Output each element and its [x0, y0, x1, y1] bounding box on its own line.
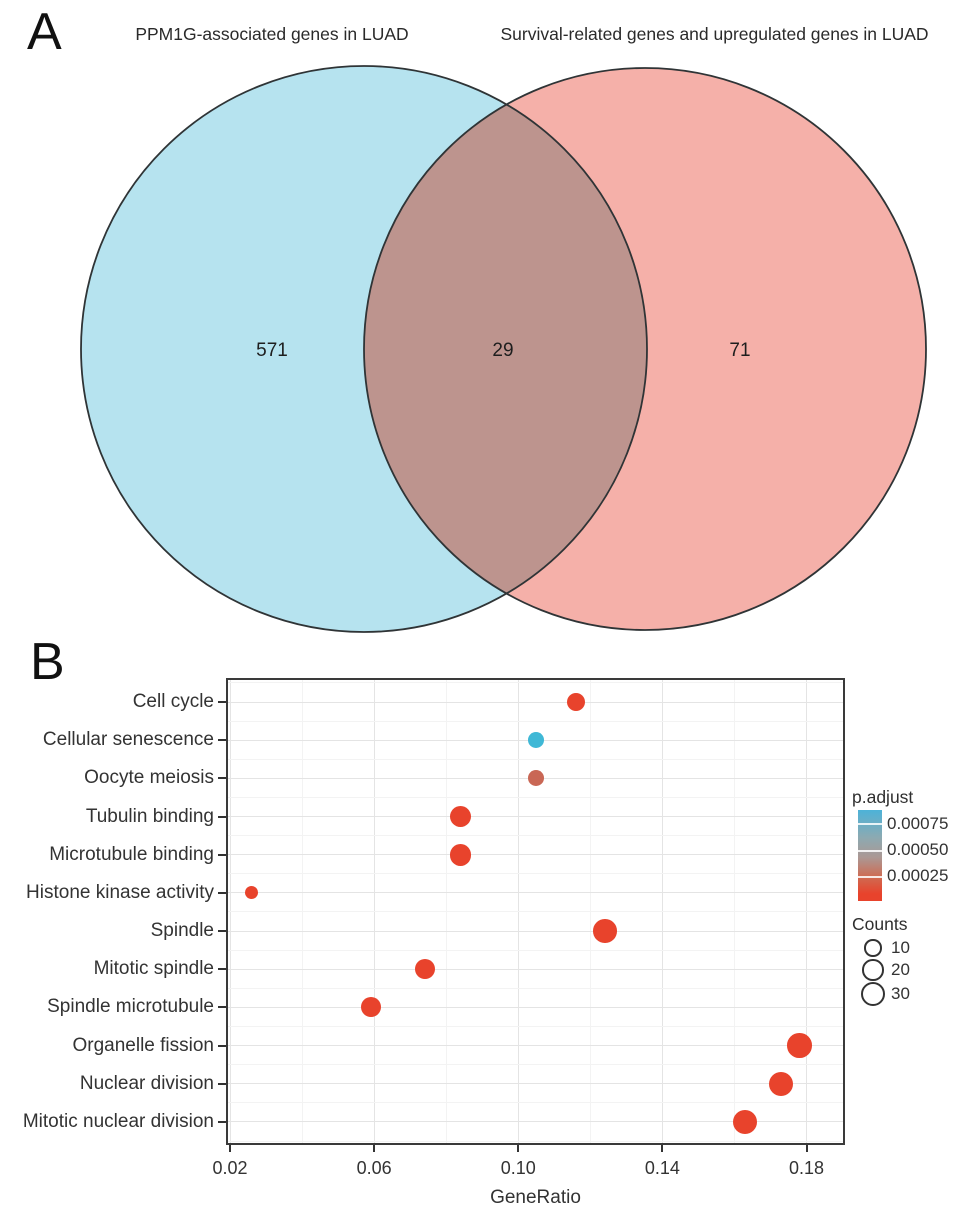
venn-overlap-region — [363, 104, 647, 594]
gridline-horizontal-minor — [226, 682, 845, 684]
y-axis-tick — [218, 739, 226, 742]
gridline-horizontal — [226, 854, 845, 856]
x-axis-tick — [661, 1145, 664, 1152]
data-dot — [450, 806, 472, 828]
gridline-horizontal-minor — [226, 758, 845, 760]
venn-title-right: Survival-related genes and upregulated g… — [500, 24, 929, 44]
data-dot — [733, 1110, 758, 1134]
data-dot — [566, 692, 586, 712]
x-axis-tick — [517, 1145, 520, 1152]
gridline-horizontal-minor — [226, 835, 845, 837]
y-axis-label: Spindle microtubule — [47, 996, 214, 1018]
x-axis-tick — [229, 1145, 231, 1152]
gridline-horizontal-minor — [226, 949, 845, 951]
y-axis-tick — [218, 701, 226, 703]
padjust-tick-label: 0.00050 — [887, 840, 949, 859]
y-axis-label: Mitotic nuclear division — [22, 1110, 214, 1132]
x-tick-label: 0.18 — [788, 1158, 825, 1178]
data-dot — [787, 1033, 812, 1058]
counts-legend-label: 10 — [891, 938, 910, 957]
gridline-horizontal-minor — [226, 796, 845, 798]
y-axis-tick — [218, 930, 226, 933]
gridline-horizontal-minor — [226, 987, 845, 989]
y-axis-label: Tubulin binding — [85, 805, 214, 827]
gridline-horizontal-minor — [226, 1102, 845, 1104]
y-axis-tick — [218, 968, 226, 971]
y-axis-tick — [218, 853, 226, 856]
legend-padjust-title: p.adjust — [852, 787, 914, 807]
y-axis-label: Nuclear division — [79, 1072, 214, 1094]
gridline-horizontal — [226, 1121, 845, 1123]
y-axis-label: Organelle fission — [72, 1034, 214, 1056]
gridline-horizontal — [226, 968, 845, 970]
gridline-horizontal-minor — [226, 1026, 845, 1028]
y-axis-label: Cell cycle — [132, 691, 214, 712]
y-axis-label: Mitotic spindle — [93, 958, 214, 980]
y-axis-label: Cellular senescence — [42, 729, 214, 751]
panel-a-label: A — [27, 3, 62, 61]
x-axis-tick — [805, 1145, 808, 1152]
y-axis-label: Spindle — [150, 920, 214, 942]
gridline-horizontal-minor — [226, 1064, 845, 1066]
counts-legend-circle — [864, 939, 882, 957]
gridline-horizontal — [226, 816, 845, 818]
counts-legend-label: 20 — [891, 960, 910, 979]
padjust-gradient-tick — [858, 850, 882, 852]
y-axis-label: Oocyte meiosis — [84, 767, 214, 789]
gridline-horizontal-minor — [226, 873, 845, 875]
venn-overlap-count: 29 — [492, 340, 513, 361]
x-tick-label: 0.14 — [644, 1158, 680, 1178]
counts-legend-circle — [862, 959, 884, 981]
y-axis-tick — [218, 1082, 226, 1085]
venn-diagram: 571 29 71 — [80, 65, 927, 633]
gridline-horizontal — [226, 892, 845, 894]
counts-legend-label: 30 — [891, 984, 910, 1003]
padjust-tick-label: 0.00075 — [887, 814, 949, 833]
padjust-gradient-tick — [858, 823, 882, 825]
padjust-tick-label: 0.00025 — [887, 866, 949, 885]
x-tick-label: 0.02 — [212, 1158, 248, 1178]
y-axis-tick — [218, 815, 226, 818]
y-axis-tick — [218, 891, 226, 894]
data-dot — [528, 732, 545, 749]
venn-right-count: 71 — [729, 340, 750, 361]
gridline-horizontal-minor — [226, 1140, 845, 1142]
gridline-horizontal — [226, 1045, 845, 1047]
gridline-horizontal-minor — [226, 720, 845, 722]
panel-b-label: B — [30, 633, 65, 691]
counts-legend-circle — [860, 981, 886, 1007]
gridline-horizontal — [226, 930, 845, 932]
x-tick-label: 0.10 — [500, 1158, 536, 1178]
x-axis-tick — [373, 1145, 376, 1152]
venn-left-outline — [80, 65, 648, 633]
gridline-horizontal — [226, 1083, 845, 1085]
padjust-gradient-tick — [858, 876, 882, 878]
y-axis-label: Microtubule binding — [49, 843, 214, 865]
y-axis-tick — [218, 1044, 226, 1047]
gridline-horizontal — [226, 701, 845, 703]
venn-right-outline — [363, 67, 927, 631]
gridline-horizontal-minor — [226, 911, 845, 913]
y-axis-tick — [218, 1006, 226, 1009]
y-axis-label: Histone kinase activity — [26, 881, 214, 903]
data-dot — [245, 886, 259, 900]
x-axis-title: GeneRatio — [490, 1187, 581, 1208]
y-axis-tick — [218, 1120, 226, 1123]
x-tick-label: 0.06 — [356, 1158, 392, 1178]
data-dot — [414, 959, 435, 980]
padjust-gradient-bar — [858, 810, 882, 901]
data-dot — [592, 919, 617, 943]
venn-left-count: 571 — [256, 340, 288, 361]
gridline-horizontal — [226, 1006, 845, 1008]
data-dot — [449, 843, 472, 866]
data-dot — [360, 997, 381, 1018]
y-axis-tick — [218, 777, 226, 780]
data-dot — [528, 770, 545, 787]
data-dot — [769, 1071, 794, 1096]
venn-title-left: PPM1G-associated genes in LUAD — [135, 24, 409, 44]
legend-counts-title: Counts — [852, 914, 908, 934]
plot-area — [226, 678, 845, 1145]
